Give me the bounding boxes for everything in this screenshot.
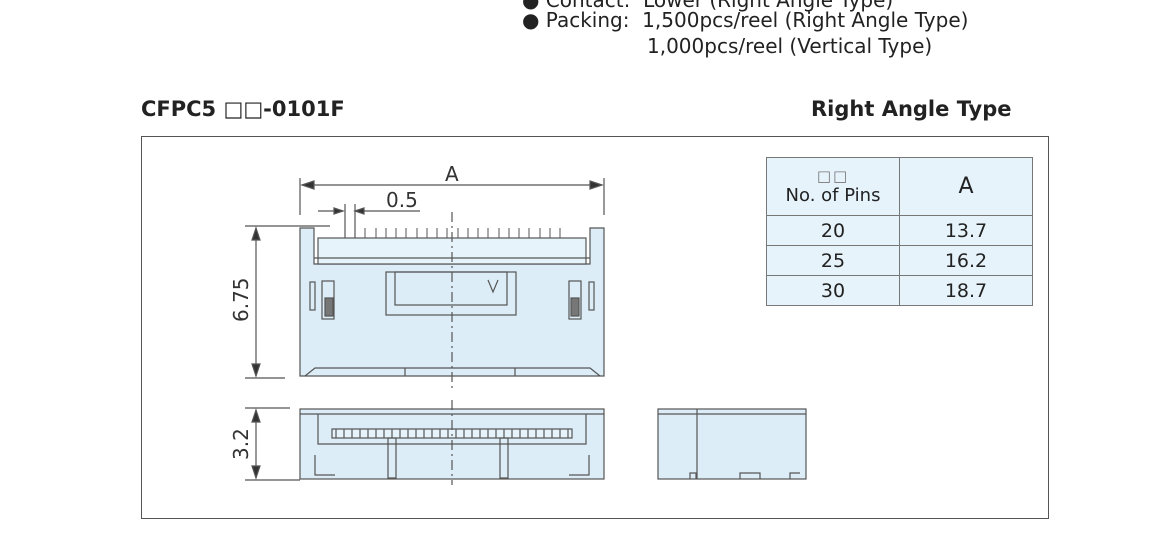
- cell-pins: 20: [766, 215, 900, 246]
- dim-a-label: A: [445, 162, 459, 186]
- cell-a: 13.7: [899, 215, 1033, 246]
- cell-a: 16.2: [899, 245, 1033, 276]
- part-number-title: CFPC5 □□-0101F: [141, 97, 345, 121]
- cell-a: 18.7: [899, 275, 1033, 306]
- top-pins: [344, 228, 561, 238]
- dim-pitch-label: 0.5: [386, 188, 418, 212]
- header-pins-label: No. of Pins: [785, 184, 881, 206]
- dim-height-label: 6.75: [229, 277, 253, 322]
- header-a: A: [899, 157, 1033, 216]
- spec-packing-2: 1,000pcs/reel (Vertical Type): [647, 34, 933, 58]
- type-title: Right Angle Type: [811, 97, 1012, 121]
- cell-pins: 25: [766, 245, 900, 276]
- header-pins: □□ No. of Pins: [766, 157, 900, 216]
- spec-contact: ● Contact: Lower (Right Angle Type): [522, 0, 894, 12]
- header-squares: □□: [816, 166, 850, 185]
- drawing-frame: [141, 136, 1049, 519]
- cell-pins: 30: [766, 275, 900, 306]
- dim-depth-label: 3.2: [229, 428, 253, 460]
- spec-packing: ● Packing: 1,500pcs/reel (Right Angle Ty…: [522, 8, 969, 32]
